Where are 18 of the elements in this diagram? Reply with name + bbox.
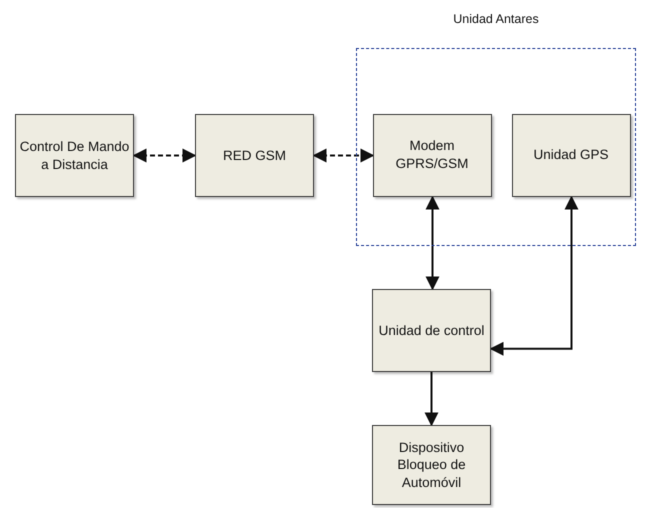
box-label: Modem GPRS/GSM bbox=[394, 137, 470, 173]
arrow bbox=[312, 148, 374, 162]
group-title: Unidad Antares bbox=[452, 12, 540, 26]
box-label: Dispositivo Bloqueo de Automóvil bbox=[396, 438, 467, 492]
process-box bbox=[195, 114, 314, 197]
process-box bbox=[372, 425, 491, 505]
process-box bbox=[372, 114, 492, 196]
box-label: RED GSM bbox=[222, 146, 287, 164]
arrow bbox=[424, 372, 438, 426]
box-label: Unidad de control bbox=[378, 322, 486, 340]
box-label: Unidad GPS bbox=[532, 146, 610, 164]
process-box bbox=[512, 114, 630, 196]
box-label: Control De Mando a Distancia bbox=[18, 138, 130, 174]
arrow bbox=[426, 196, 440, 290]
process-box bbox=[372, 289, 491, 372]
arrow bbox=[490, 196, 578, 356]
process-box bbox=[15, 114, 134, 197]
arrow bbox=[132, 148, 196, 162]
